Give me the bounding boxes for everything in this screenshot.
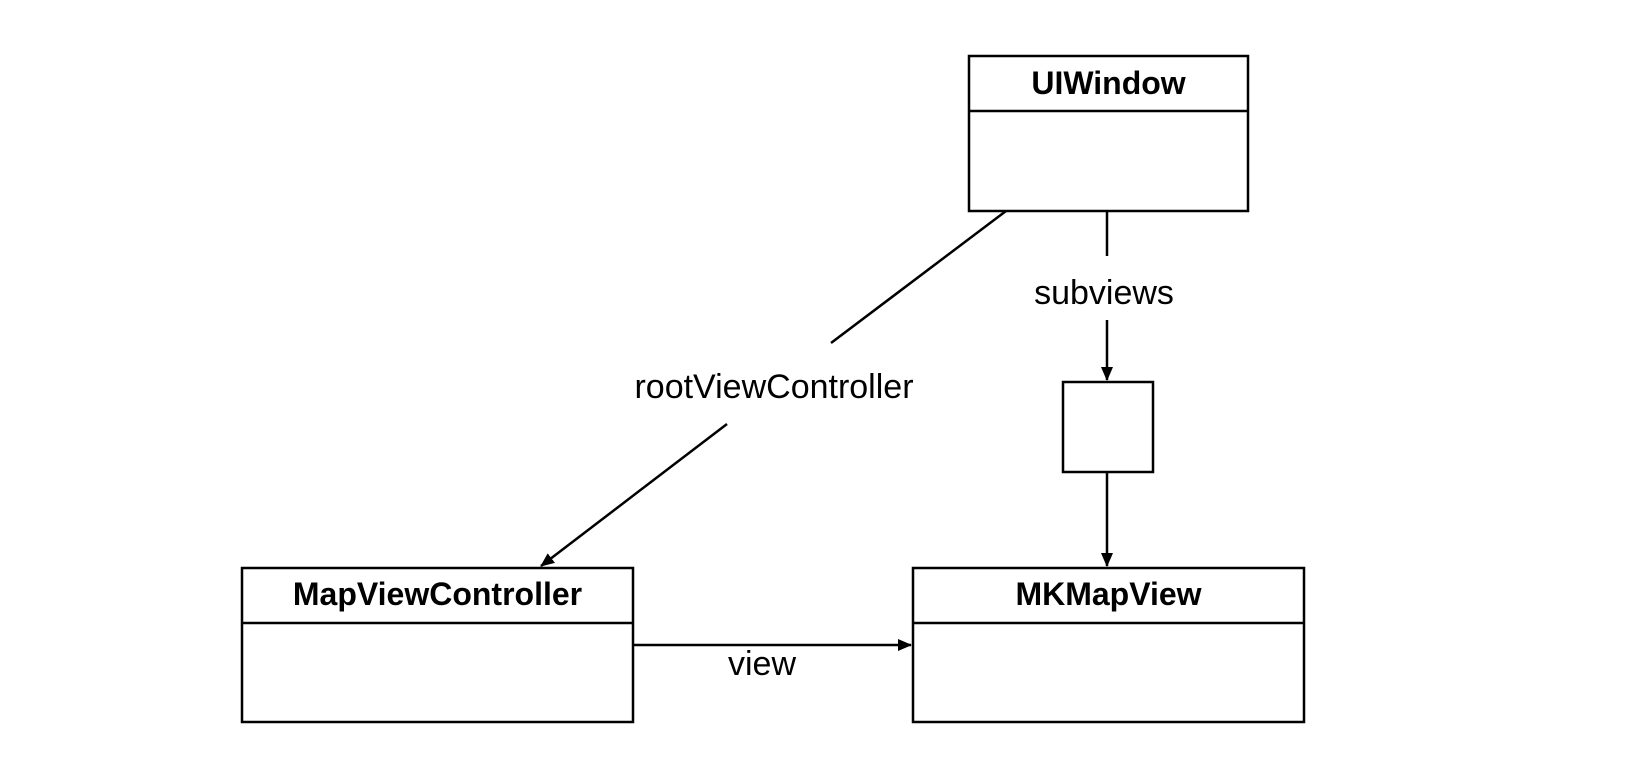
subviews-array-element bbox=[1061, 380, 1155, 474]
uiwindow-frame bbox=[967, 54, 1250, 213]
root-view-controller-edge: rootViewController bbox=[540, 210, 1007, 567]
view-label: view bbox=[728, 645, 796, 683]
root-view-controller-label: rootViewController bbox=[634, 368, 913, 406]
mapviewcontroller-title: MapViewController bbox=[293, 576, 582, 612]
mkmapview-frame bbox=[911, 566, 1306, 724]
root-view-controller-line-lower bbox=[540, 423, 728, 567]
subviews-edge: subviews bbox=[1034, 211, 1174, 567]
uiwindow-title: UIWindow bbox=[1031, 65, 1185, 101]
subviews-label: subviews bbox=[1034, 274, 1174, 312]
mkmapview-title: MKMapView bbox=[1015, 576, 1201, 612]
mkmapview-box: MKMapView bbox=[911, 566, 1306, 724]
mapviewcontroller-box: MapViewController bbox=[240, 566, 635, 724]
mapviewcontroller-frame bbox=[240, 566, 635, 724]
root-view-controller-line-upper bbox=[830, 210, 1007, 344]
view-edge: view bbox=[633, 639, 912, 683]
uiwindow-box: UIWindow bbox=[967, 54, 1250, 213]
